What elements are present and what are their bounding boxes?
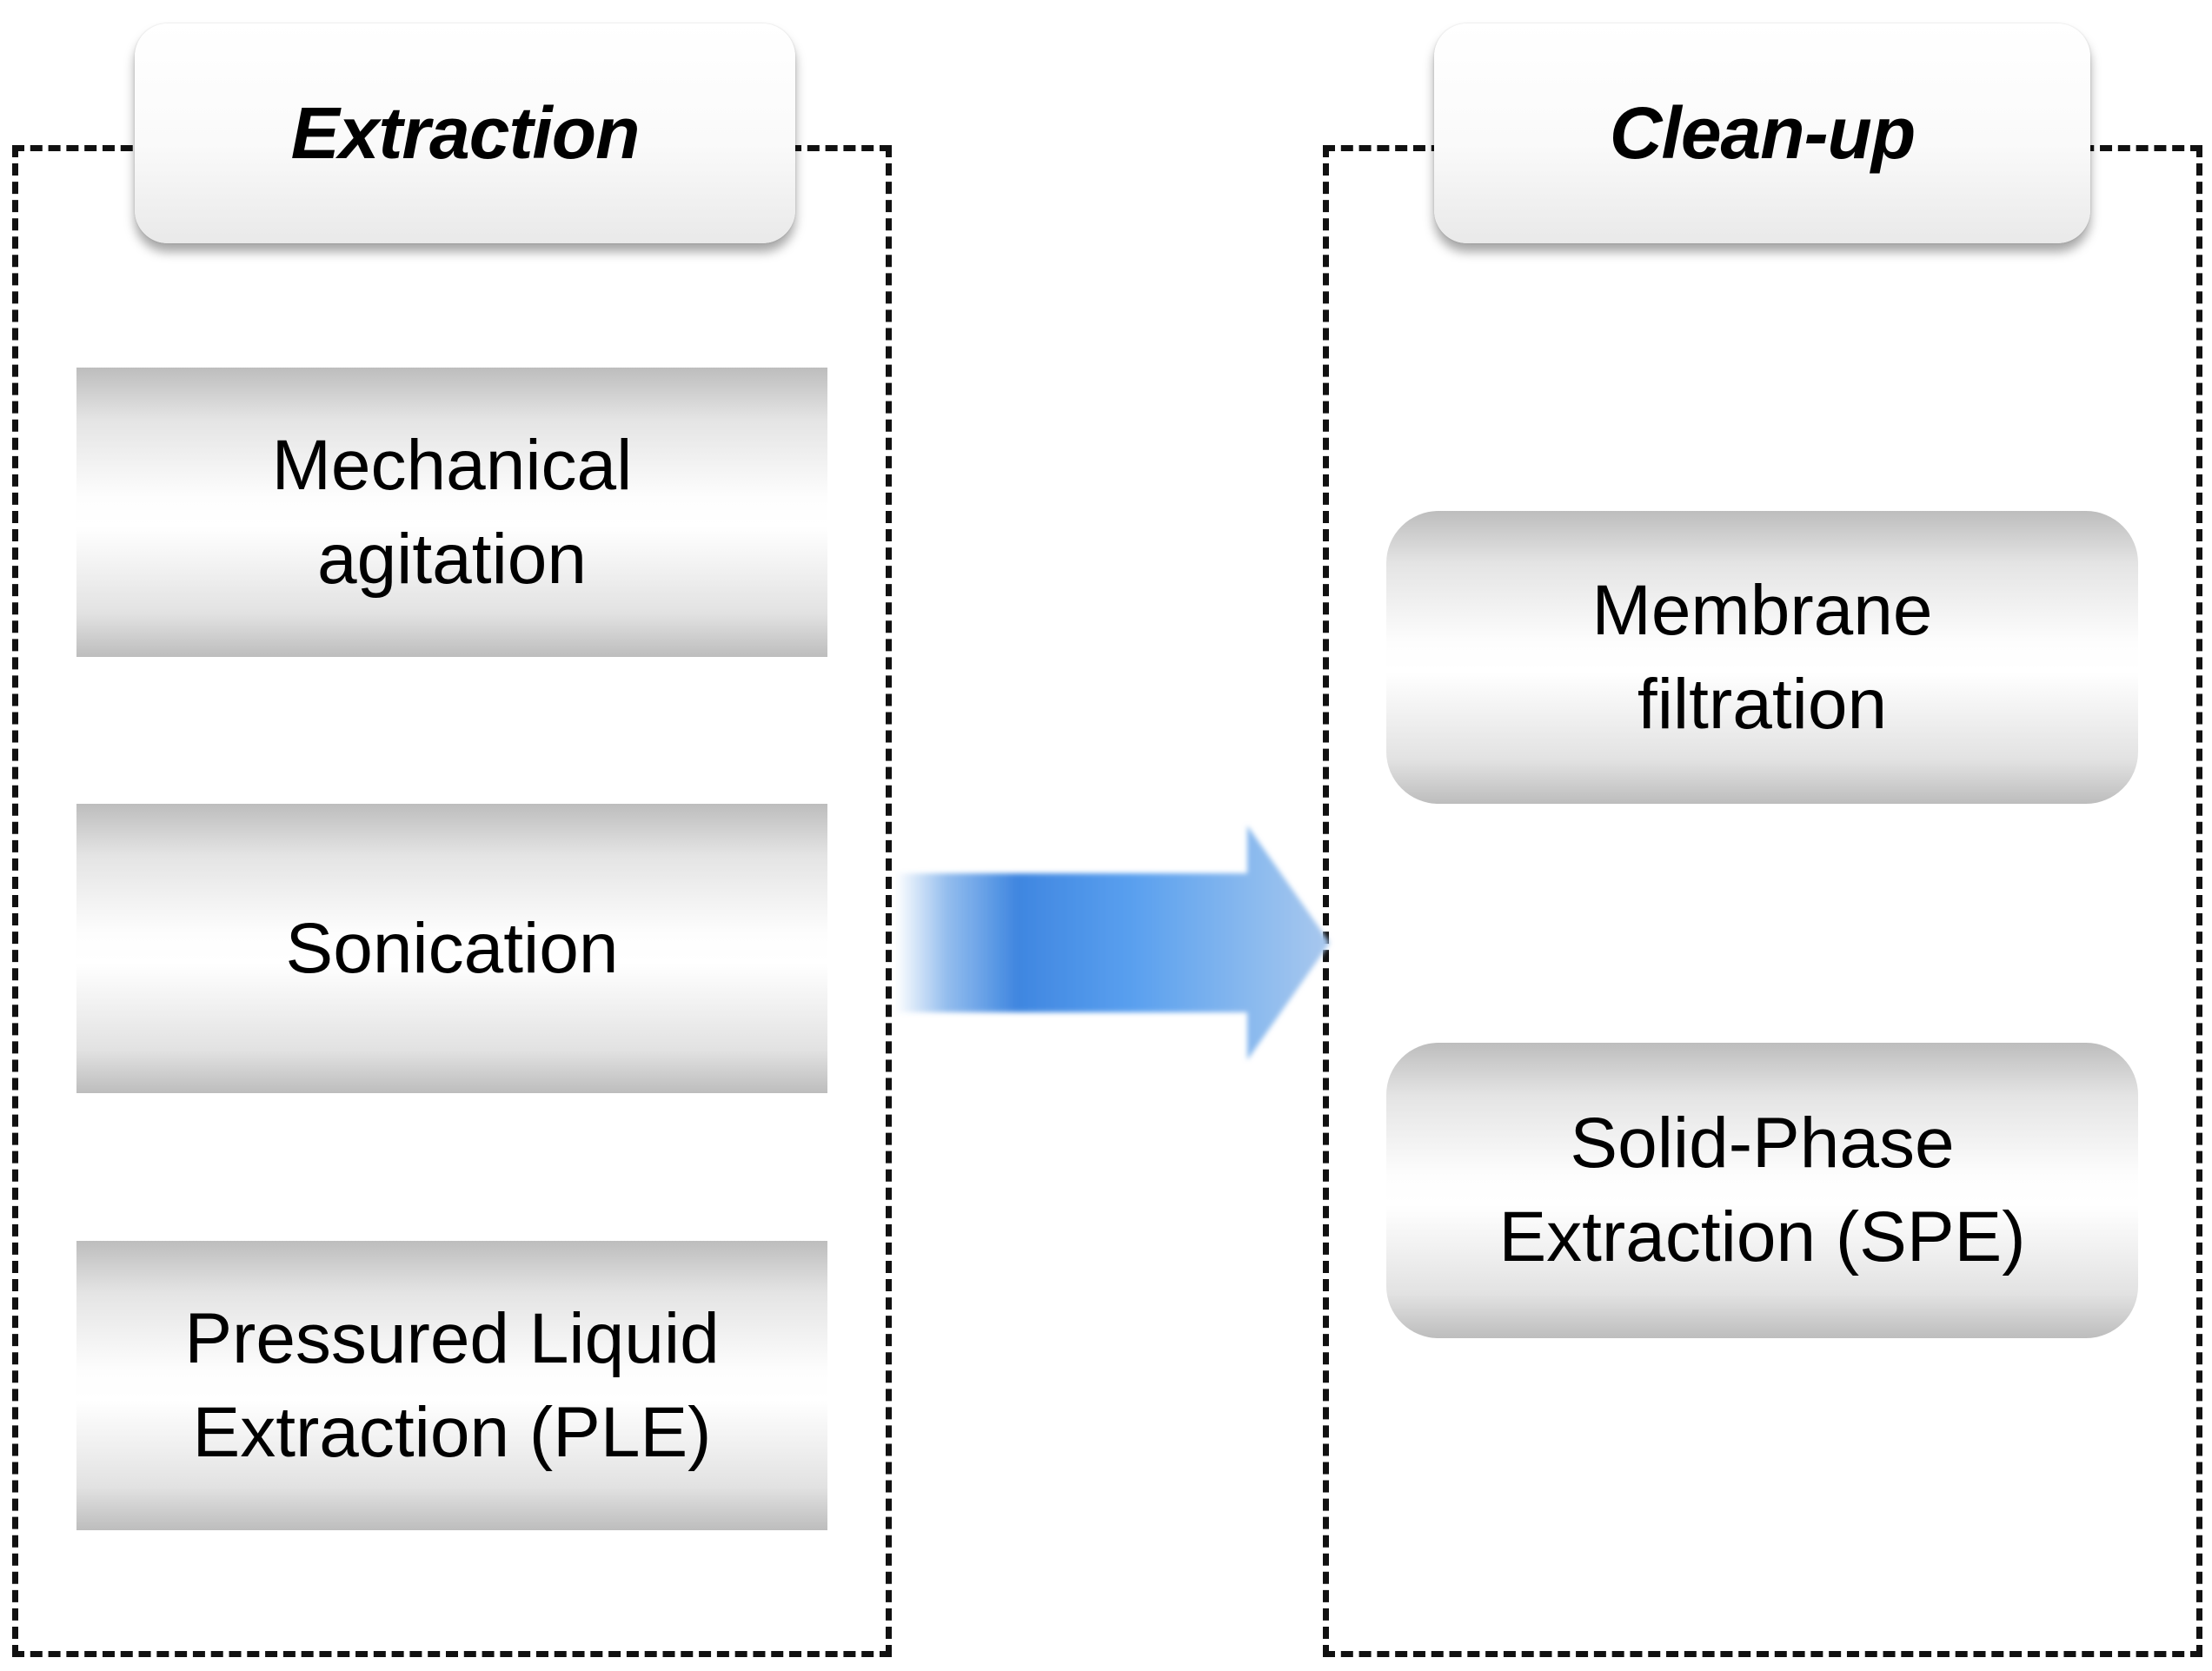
extraction-title: Extraction xyxy=(290,92,641,174)
method-box-mechanical-agitation: Mechanical agitation xyxy=(76,368,827,657)
method-label: Membrane filtration xyxy=(1591,570,1933,744)
method-label: Sonication xyxy=(285,908,619,988)
extraction-header: Extraction xyxy=(135,23,795,243)
method-box-ple: Pressured Liquid Extraction (PLE) xyxy=(76,1241,827,1530)
right-arrow-icon xyxy=(895,826,1330,1060)
cleanup-title: Clean-up xyxy=(1609,92,1916,174)
arrow-shape xyxy=(895,826,1330,1060)
cleanup-header: Clean-up xyxy=(1434,23,2090,243)
method-label: Mechanical agitation xyxy=(271,425,633,599)
method-label: Solid-Phase Extraction (SPE) xyxy=(1498,1104,2026,1276)
method-box-membrane-filtration: Membrane filtration xyxy=(1386,511,2138,804)
cleanup-group-frame xyxy=(1323,145,2202,1657)
method-box-spe: Solid-Phase Extraction (SPE) xyxy=(1386,1043,2138,1338)
method-label: Pressured Liquid Extraction (PLE) xyxy=(184,1298,720,1472)
method-box-sonication: Sonication xyxy=(76,804,827,1093)
